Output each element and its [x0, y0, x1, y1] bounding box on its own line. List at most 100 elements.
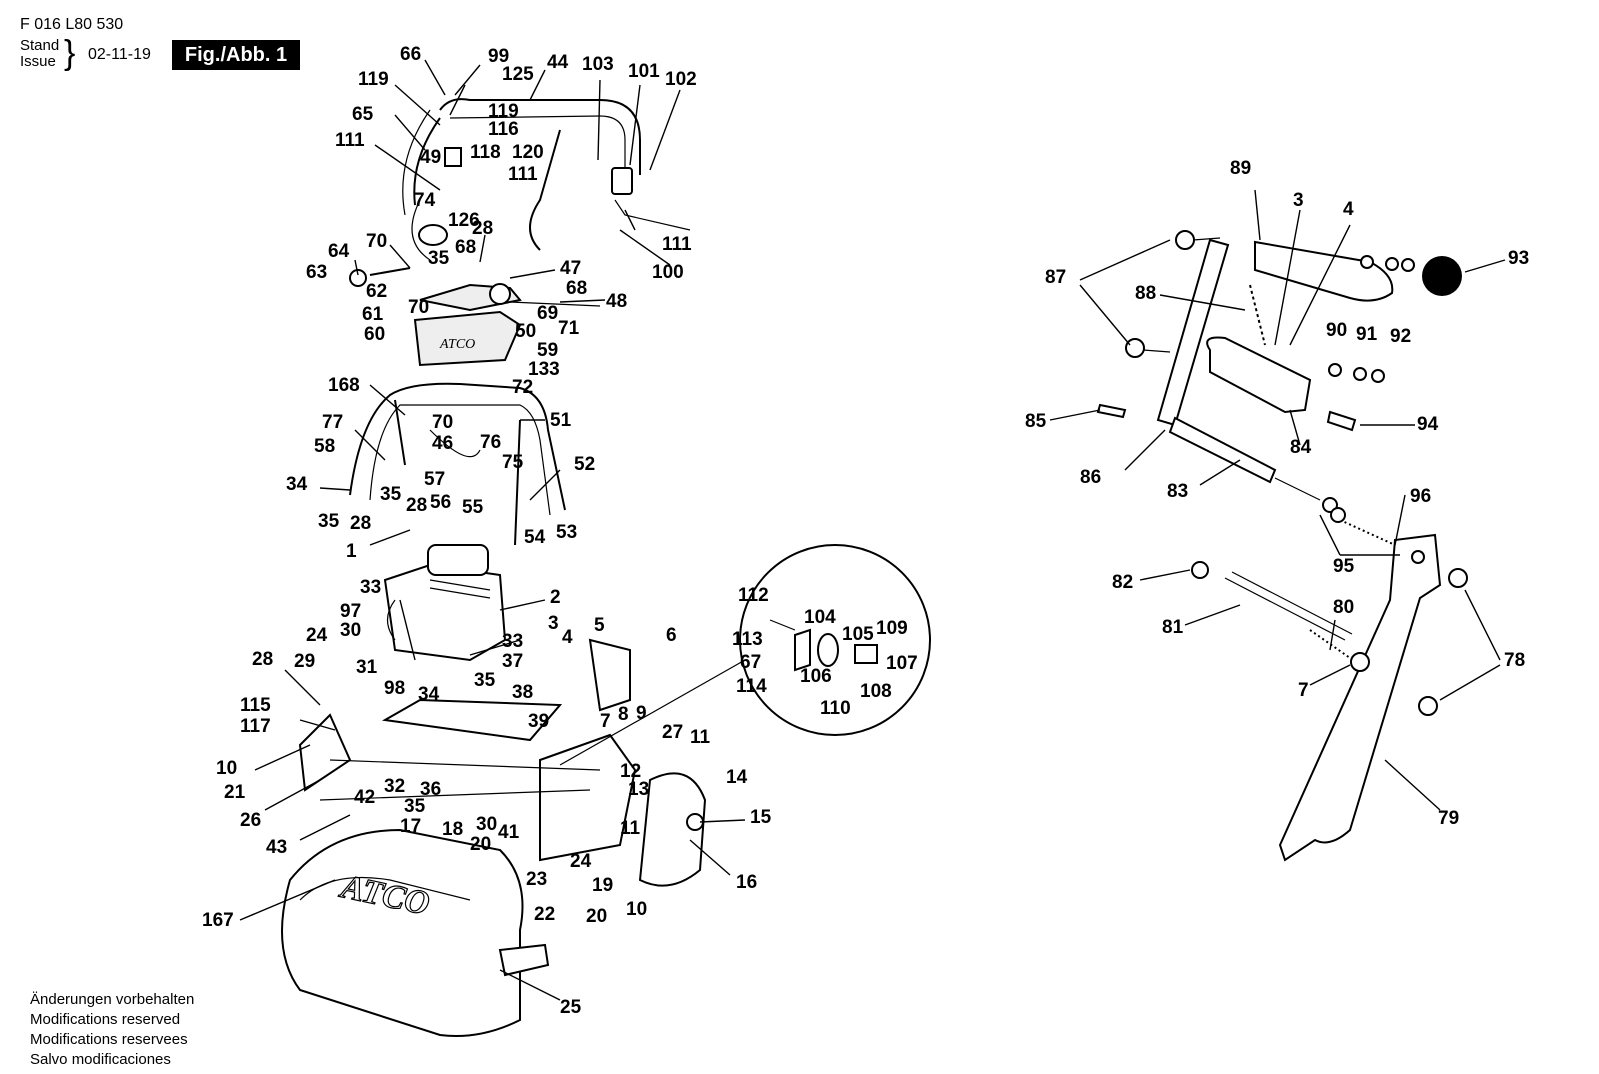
- callout-label: 92: [1390, 326, 1411, 347]
- callout-label: 79: [1438, 808, 1459, 829]
- callout-label: 112: [738, 585, 769, 606]
- callout-label: 85: [1025, 411, 1047, 432]
- callout-label: 113: [732, 629, 763, 650]
- callout-label: 16: [736, 872, 757, 893]
- callout-label: 59: [537, 340, 558, 361]
- detail-circle: [559, 544, 931, 766]
- knob-74: [418, 224, 448, 246]
- callout-label: 38: [512, 682, 533, 703]
- callout-label: 57: [424, 469, 445, 490]
- callout-label: 104: [804, 607, 836, 628]
- callout-label: 116: [488, 119, 519, 140]
- callout-label: 28: [252, 649, 273, 670]
- callout-label: 77: [322, 412, 343, 433]
- callout-label: 74: [414, 190, 436, 211]
- callout-label: 120: [512, 142, 544, 163]
- callout-label: 70: [432, 412, 453, 433]
- callout-label: 111: [662, 234, 692, 255]
- callout-label: 72: [512, 377, 533, 398]
- engine: [383, 544, 507, 662]
- callout-label: 119: [358, 69, 389, 90]
- brace-glyph: }: [64, 34, 76, 72]
- callout-label: 99: [488, 46, 509, 67]
- callout-label: 133: [528, 359, 560, 380]
- callout-label: 49: [420, 147, 441, 168]
- callout-label: 2: [550, 587, 561, 608]
- cover-logo: ATCO: [439, 337, 475, 352]
- spring-96: [1339, 519, 1396, 546]
- callout-label: 78: [1504, 650, 1525, 671]
- callout-label: 48: [606, 291, 627, 312]
- callout-label: 119: [488, 101, 519, 122]
- callout-label: 3: [1293, 190, 1304, 211]
- callout-label: 76: [480, 432, 501, 453]
- callout-label: 47: [560, 258, 581, 279]
- callout-label: 10: [626, 899, 647, 920]
- part-number: F 016 L80 530: [20, 16, 124, 33]
- callout-label: 24: [570, 851, 592, 872]
- callout-label: 4: [562, 627, 573, 648]
- callout-label: 61: [362, 304, 384, 325]
- callout-label: 62: [366, 281, 387, 302]
- callout-label: 11: [620, 818, 641, 839]
- callout-label: 60: [364, 324, 385, 345]
- modifications-notice: Änderungen vorbehalten Modifications res…: [30, 990, 194, 1070]
- callout-label: 41: [498, 822, 520, 843]
- callout-label: 33: [360, 577, 381, 598]
- callout-label: 100: [652, 262, 684, 283]
- callout-label: 70: [366, 231, 387, 252]
- callout-label: 75: [502, 452, 524, 473]
- callout-label: 30: [476, 814, 497, 835]
- callout-label: 24: [306, 625, 328, 646]
- callout-label: 81: [1162, 617, 1184, 638]
- callout-label: 27: [662, 722, 683, 743]
- callout-label: 9: [636, 703, 647, 724]
- nut-78-a: [1448, 568, 1468, 588]
- callout-label: 37: [502, 651, 523, 672]
- callout-label: 4: [1343, 199, 1354, 220]
- callout-label: 31: [356, 657, 378, 678]
- bracket-6: [588, 638, 631, 712]
- callout-label: 114: [736, 676, 767, 697]
- chain-cover: [638, 772, 707, 887]
- callout-label: 167: [202, 910, 234, 931]
- callout-label: 83: [1167, 481, 1188, 502]
- callout-label: 10: [216, 758, 237, 779]
- deck-and-frame: [298, 638, 707, 887]
- grass-box: ATCO: [281, 828, 550, 1037]
- stand-label: Stand: [20, 37, 60, 54]
- spring-88: [1249, 284, 1266, 346]
- callout-label: 55: [462, 497, 484, 518]
- callout-label: 46: [432, 433, 453, 454]
- callout-label: 80: [1333, 597, 1354, 618]
- callout-label: 12: [620, 761, 641, 782]
- callout-label: 102: [665, 69, 697, 90]
- callout-label: 86: [1080, 467, 1101, 488]
- callout-label: 97: [340, 601, 361, 622]
- side-plate-left: [298, 713, 352, 792]
- callout-label: 63: [306, 262, 327, 283]
- lever-89: [1254, 240, 1394, 302]
- callout-label: 98: [384, 678, 405, 699]
- callout-label: 115: [240, 695, 271, 716]
- figure-badge: Fig./Abb. 1: [172, 40, 300, 70]
- callout-label: 30: [340, 620, 361, 641]
- nut-78-b: [1418, 696, 1438, 716]
- nut-82: [1191, 561, 1209, 579]
- callout-label: 14: [726, 767, 748, 788]
- callout-label: 33: [502, 631, 523, 652]
- callout-label: 64: [328, 241, 350, 262]
- knob-93: [1422, 256, 1462, 296]
- callout-label: 56: [430, 492, 451, 513]
- callout-label: 17: [400, 816, 421, 837]
- callout-label: 26: [240, 810, 261, 831]
- callout-label: 94: [1417, 414, 1439, 435]
- handle-lower-assembly: ATCO: [349, 267, 601, 367]
- callout-label: 89: [1230, 158, 1251, 179]
- callout-label: 28: [406, 495, 427, 516]
- callout-label: 66: [400, 44, 421, 65]
- callout-label: 58: [314, 436, 335, 457]
- callout-label: 96: [1410, 486, 1431, 507]
- engine-cover-plate: [413, 310, 522, 367]
